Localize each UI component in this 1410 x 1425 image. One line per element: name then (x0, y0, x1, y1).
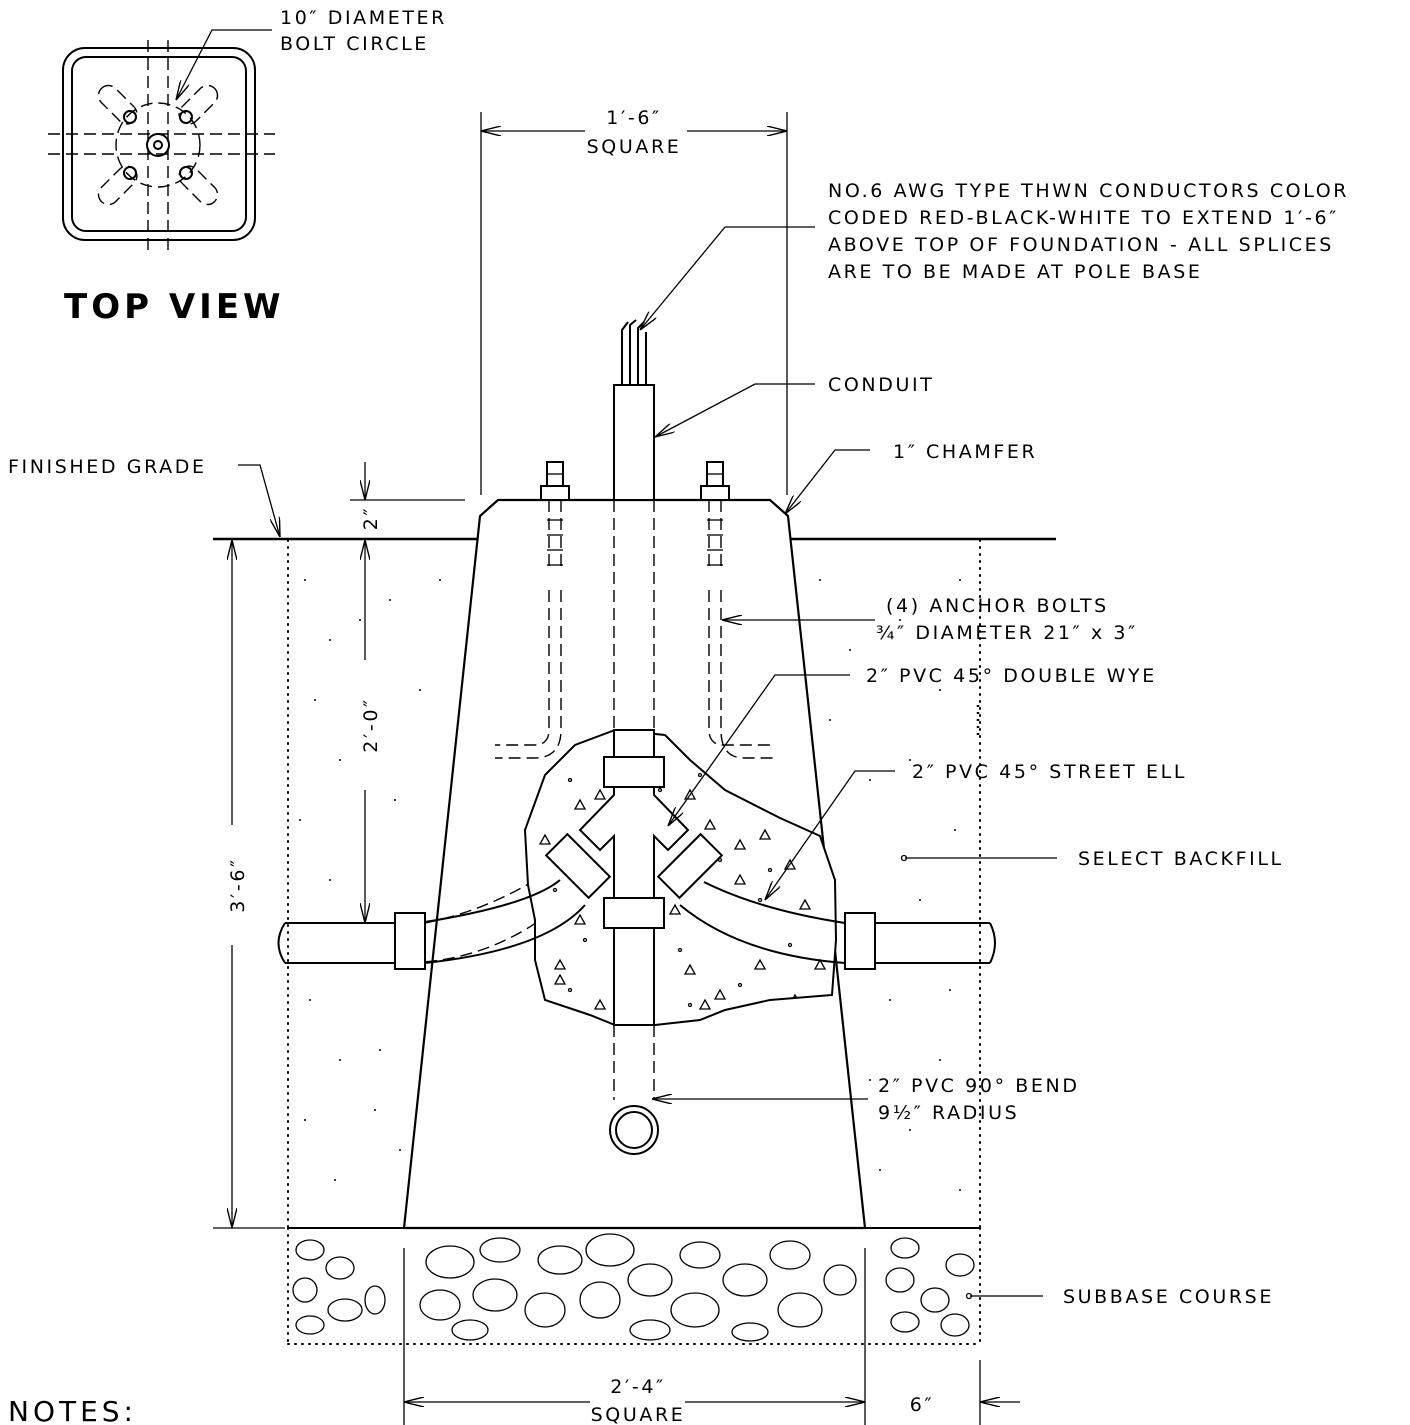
anchor-bolts (495, 461, 773, 759)
horizontal-conduits (277, 871, 996, 970)
finished-grade-label: FINISHED GRADE (8, 456, 207, 478)
callouts: NO.6 AWG TYPE THWN CONDUCTORS COLOR CODE… (8, 180, 1349, 1308)
bend-label-2: 9½″ RADIUS (878, 1102, 1019, 1124)
conductors-icon (621, 319, 647, 385)
dimension-text: 1′-6″ SQUARE 2″ 2′-0″ 3′-6″ 2′-4″ SQUARE… (227, 107, 934, 1425)
top-width-dim: 1′-6″ (606, 107, 661, 129)
top-view-outer-square (62, 47, 256, 241)
anchor-bolts-label-2: ¾″ DIAMETER 21″ x 3″ (876, 622, 1138, 644)
anchor-bolt-slot-icons (97, 84, 219, 206)
bolt-circle-label-1: 10″ DIAMETER (280, 7, 447, 29)
top-view-inner-chamfer (71, 56, 247, 232)
leader-lines (238, 226, 1057, 1300)
cutaway-section (424, 728, 846, 1026)
street-ell (703, 881, 846, 924)
conductors-label-4: ARE TO BE MADE AT POLE BASE (828, 261, 1203, 283)
dimension-lines (213, 112, 1020, 1425)
top-width-square: SQUARE (587, 136, 682, 158)
double-wye-fitting (578, 729, 690, 1026)
conduit-label: CONDUIT (828, 374, 934, 396)
select-backfill-zone (287, 539, 981, 1229)
top-view: 10″ DIAMETER BOLT CIRCLE TOP VIEW (48, 7, 447, 327)
subbase-course-label: SUBBASE COURSE (1063, 1286, 1274, 1308)
total-depth-dim: 3′-6″ (227, 857, 249, 912)
reveal-dim: 2″ (360, 506, 382, 530)
bolt-circle-label-2: BOLT CIRCLE (280, 33, 429, 55)
bottom-width-dim: 2′-4″ (610, 1376, 665, 1398)
select-backfill-label: SELECT BACKFILL (1078, 848, 1284, 870)
subbase-course-zone (287, 1227, 981, 1345)
double-wye-collar-bottom (603, 897, 665, 929)
conduit-riser (613, 319, 655, 1100)
bolt-circle (115, 102, 201, 188)
notes-heading: NOTES: (8, 1395, 137, 1425)
top-view-title: TOP VIEW (64, 287, 285, 327)
pvc-bend-icon (609, 1105, 659, 1155)
subbase-overhang-dim: 6″ (910, 1394, 934, 1416)
anchor-bolts-label-1: (4) ANCHOR BOLTS (886, 595, 1109, 617)
conductors-label-2: CODED RED-BLACK-WHITE TO EXTEND 1′-6″ (828, 207, 1339, 229)
bottom-width-square: SQUARE (591, 1404, 686, 1425)
conductors-label-1: NO.6 AWG TYPE THWN CONDUCTORS COLOR (828, 180, 1349, 202)
conduit-center-icon (146, 133, 170, 157)
conductors-label-3: ABOVE TOP OF FOUNDATION - ALL SPLICES (828, 234, 1334, 256)
double-wye-label: 2″ PVC 45° DOUBLE WYE (866, 665, 1157, 687)
double-wye-collar-top (603, 756, 665, 788)
embed-depth-dim: 2′-0″ (360, 697, 382, 752)
bend-label-1: 2″ PVC 90° BEND (878, 1075, 1080, 1097)
street-ell-label: 2″ PVC 45° STREET ELL (912, 761, 1187, 783)
chamfer-label: 1″ CHAMFER (893, 441, 1037, 463)
